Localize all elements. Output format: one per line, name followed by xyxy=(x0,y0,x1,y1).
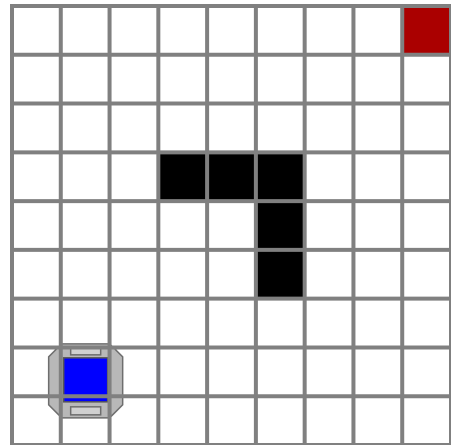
grid-cell-1-5 xyxy=(256,55,305,104)
grid-cell-1-6 xyxy=(305,55,354,104)
grid-cell-0-7 xyxy=(353,6,402,55)
grid-cell-5-1 xyxy=(61,250,110,299)
grid-cell-6-7 xyxy=(353,299,402,348)
grid-cell-6-5 xyxy=(256,299,305,348)
grid-cell-7-7 xyxy=(353,347,402,396)
grid-cell-6-6 xyxy=(305,299,354,348)
grid-cell-3-8 xyxy=(402,152,451,201)
grid-cell-2-3 xyxy=(158,104,207,153)
grid-cell-4-1 xyxy=(61,201,110,250)
grid-cell-1-4 xyxy=(207,55,256,104)
grid-cell-5-6 xyxy=(305,250,354,299)
grid-cell-2-4 xyxy=(207,104,256,153)
grid-cell-1-7 xyxy=(353,55,402,104)
grid-cell-2-0 xyxy=(12,104,61,153)
grid-cell-8-8 xyxy=(402,396,451,445)
goal-cell xyxy=(402,6,451,55)
grid-cell-4-6 xyxy=(305,201,354,250)
grid-cell-0-6 xyxy=(305,6,354,55)
grid-cell-2-8 xyxy=(402,104,451,153)
grid-cell-1-8 xyxy=(402,55,451,104)
grid-cell-5-7 xyxy=(353,250,402,299)
wall-cell-0 xyxy=(158,152,207,201)
grid-cell-3-2 xyxy=(110,152,159,201)
grid-cell-1-2 xyxy=(110,55,159,104)
grid-cell-7-6 xyxy=(305,347,354,396)
grid-cell-1-0 xyxy=(12,55,61,104)
grid-cell-0-3 xyxy=(158,6,207,55)
grid-cell-0-2 xyxy=(110,6,159,55)
grid-cell-3-6 xyxy=(305,152,354,201)
grid-cell-5-8 xyxy=(402,250,451,299)
wall-cell-3 xyxy=(256,201,305,250)
grid-cell-4-3 xyxy=(158,201,207,250)
grid-cell-8-4 xyxy=(207,396,256,445)
grid-cell-4-2 xyxy=(110,201,159,250)
grid-cell-2-6 xyxy=(305,104,354,153)
grid-cell-0-5 xyxy=(256,6,305,55)
grid-cell-8-6 xyxy=(305,396,354,445)
grid-cell-7-5 xyxy=(256,347,305,396)
grid-cell-5-3 xyxy=(158,250,207,299)
grid-cell-2-2 xyxy=(110,104,159,153)
grid-cell-1-3 xyxy=(158,55,207,104)
wall-cell-2 xyxy=(256,152,305,201)
grid-cell-8-5 xyxy=(256,396,305,445)
grid-cell-3-0 xyxy=(12,152,61,201)
grid-cell-7-3 xyxy=(158,347,207,396)
grid-cell-6-8 xyxy=(402,299,451,348)
grid-cell-0-4 xyxy=(207,6,256,55)
grid-cell-7-8 xyxy=(402,347,451,396)
grid-cell-4-7 xyxy=(353,201,402,250)
wall-cell-1 xyxy=(207,152,256,201)
grid-cell-6-1 xyxy=(61,299,110,348)
grid-cell-6-4 xyxy=(207,299,256,348)
grid-cell-3-7 xyxy=(353,152,402,201)
grid-cell-7-4 xyxy=(207,347,256,396)
grid-cell-4-0 xyxy=(12,201,61,250)
robot-bottom-tab xyxy=(71,407,101,415)
grid-cell-5-2 xyxy=(110,250,159,299)
grid-cell-6-2 xyxy=(110,299,159,348)
wall-cell-4 xyxy=(256,250,305,299)
grid-cell-5-4 xyxy=(207,250,256,299)
grid-cell-6-0 xyxy=(12,299,61,348)
grid-cell-5-0 xyxy=(12,250,61,299)
grid-cell-0-0 xyxy=(12,6,61,55)
grid-cell-6-3 xyxy=(158,299,207,348)
grid-cell-2-1 xyxy=(61,104,110,153)
grid-cell-1-1 xyxy=(61,55,110,104)
grid-cell-0-1 xyxy=(61,6,110,55)
grid-cell-8-7 xyxy=(353,396,402,445)
grid-cell-4-4 xyxy=(207,201,256,250)
grid-cell-2-7 xyxy=(353,104,402,153)
grid-cell-4-8 xyxy=(402,201,451,250)
grid-cell-3-1 xyxy=(61,152,110,201)
grid-cell-8-3 xyxy=(158,396,207,445)
grid-cell-2-5 xyxy=(256,104,305,153)
